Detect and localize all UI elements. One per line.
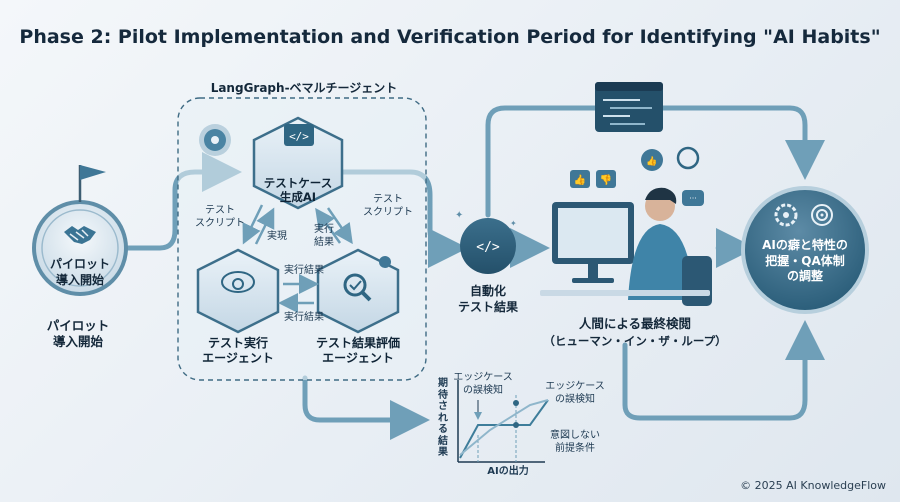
chart-xlabel: AIの出力 — [487, 466, 529, 477]
edge-label-exec-result-left: 実行 結果 — [314, 224, 334, 248]
edge-label-result-bottom: 実行結果 — [284, 312, 324, 323]
hex-test-gen: </> — [252, 116, 344, 210]
test-eval-label: テスト結果評価 エージェント — [315, 336, 400, 365]
svg-text:···: ··· — [689, 194, 697, 203]
goal-label: AIの癖と特性の 把握・QA体制 の調整 — [762, 238, 848, 284]
chart-line-expected — [459, 399, 549, 459]
mini-chart — [457, 380, 549, 463]
svg-text:✦: ✦ — [510, 219, 517, 228]
reviewer-illustration: 👍 👎 👍 ··· — [540, 146, 712, 306]
svg-text:</>: </> — [289, 130, 309, 143]
code-window-icon — [595, 82, 663, 132]
copyright: © 2025 AI KnowledgeFlow — [740, 479, 886, 492]
human-sublabel: （ヒューマン・イン・ザ・ループ） — [543, 334, 727, 348]
chart-annotation-right-top: エッジケース の誤検知 — [545, 381, 605, 405]
flag-icon — [78, 165, 106, 202]
arrow-exec-to-gen — [254, 207, 275, 245]
arrow-bottom-to-goal — [622, 320, 825, 421]
gear-icon — [199, 124, 231, 156]
chart-annotation-left: エッジケース の誤検知 — [453, 372, 513, 396]
goal-node — [741, 186, 869, 314]
hex-test-eval — [316, 248, 400, 334]
edge-label-script-right: テスト スクリプト — [363, 194, 413, 218]
refresh-icon — [676, 146, 700, 170]
svg-text:✦: ✦ — [455, 210, 463, 221]
svg-text:👎: 👎 — [600, 174, 612, 186]
handshake-icon — [64, 226, 96, 244]
like-bubble-icon: 👍 — [641, 149, 663, 171]
arrow-eval-to-gen — [315, 207, 342, 244]
test-exec-label: テスト実行 エージェント — [202, 336, 274, 365]
hex-test-exec — [196, 248, 280, 334]
svg-text:👍: 👍 — [646, 155, 657, 167]
cloud-gear-icon — [221, 271, 255, 293]
auto-node: </> ✦ ✦ — [455, 210, 517, 274]
auto-label: 自動化 テスト結果 — [457, 284, 518, 314]
code-icon: </> — [476, 240, 500, 255]
arrow-agents-to-chart — [302, 375, 430, 440]
start-circle-label: パイロット 導入開始 — [49, 257, 110, 287]
magnifier-check-icon — [343, 273, 372, 302]
chat-bubble-icon: ··· — [682, 190, 704, 206]
human-label: 人間による最終検閲 — [578, 316, 692, 331]
test-gen-label: テストケース 生成AI — [263, 176, 333, 205]
multi-agent-group-label: LangGraph-ベマルチージェント — [210, 81, 398, 95]
target-icon — [811, 204, 833, 226]
thumbs-up-icon: 👍 — [570, 170, 590, 188]
chart-annotation-right-bottom: 意図しない 前提条件 — [550, 430, 600, 454]
thumbs-down-icon: 👎 — [596, 170, 616, 188]
page-title: Phase 2: Pilot Implementation and Verifi… — [19, 26, 881, 48]
edge-label-result-top: 実行結果 — [284, 265, 324, 276]
edge-label-realize: 実現 — [267, 231, 287, 242]
gear-icon — [774, 203, 798, 227]
chart-ylabel: 期待される結果 — [438, 378, 448, 458]
edge-label-script-left: テスト スクリプト — [195, 205, 245, 229]
start-below-label: パイロット 導入開始 — [46, 318, 110, 350]
svg-text:👍: 👍 — [574, 173, 586, 186]
start-node — [32, 165, 128, 296]
chart-line-ai — [459, 399, 549, 456]
